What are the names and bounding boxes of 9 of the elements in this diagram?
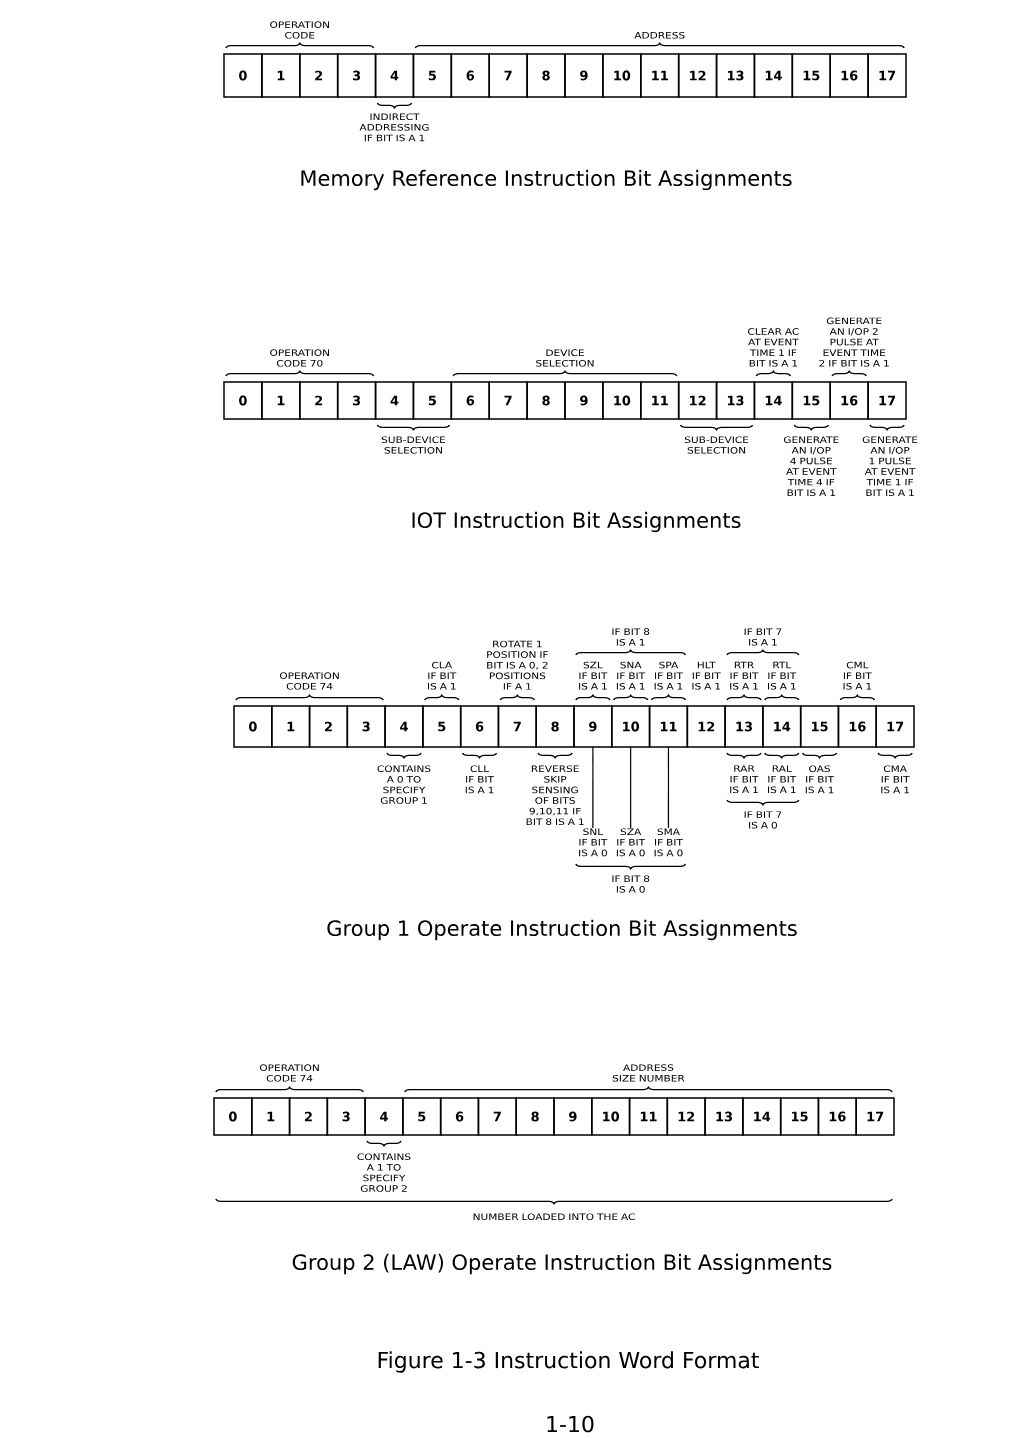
caption: Figure 1-3 Instruction Word Format xyxy=(378,1351,759,1373)
leader-line xyxy=(592,746,594,829)
section-title: Group 2 (LAW) Operate Instruction Bit Assignments xyxy=(292,1253,832,1275)
leader-line xyxy=(630,746,632,829)
page-number: 1-10 xyxy=(547,1415,594,1433)
leader-line xyxy=(667,746,670,829)
section-title: IOT Instruction Bit Assignments xyxy=(412,511,741,533)
section-title: Memory Reference Instruction Bit Assignments xyxy=(301,169,792,191)
section-title: Group 1 Operate Instruction Bit Assignments xyxy=(327,919,797,941)
